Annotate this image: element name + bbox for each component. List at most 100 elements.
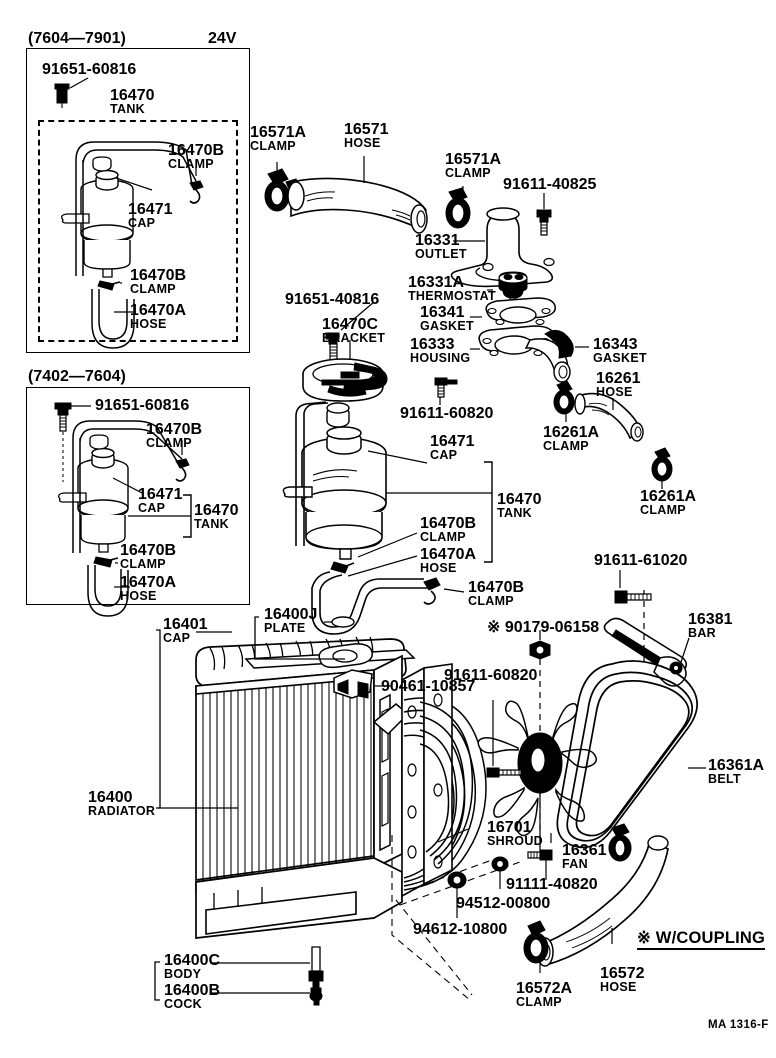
part-name: COCK (164, 997, 203, 1011)
label-16470a-hose-top: 16470A HOSE (130, 303, 186, 331)
inset-top-title: (7604—7901) (28, 30, 126, 47)
part-name: HOSE (120, 589, 157, 603)
part-name: CLAMP (146, 436, 192, 450)
part-name: THERMOSTAT (408, 289, 496, 303)
label-91651-60816-bottom: 91651-60816 (95, 398, 189, 414)
part-name: CLAMP (168, 157, 214, 171)
part-number: 16471 (138, 486, 183, 503)
label-94612-10800: 94612-10800 (413, 922, 507, 938)
part-number: 91611-61020 (594, 552, 688, 569)
part-number: ※ 90179-06158 (487, 619, 600, 636)
part-name: CLAMP (445, 166, 491, 180)
part-name: BAR (688, 626, 716, 640)
label-16400-radiator: 16400 RADIATOR (88, 790, 155, 818)
note-with-coupling: ※ W/COUPLING (637, 928, 766, 950)
part-name: CLAMP (543, 439, 589, 453)
part-number: 91611-60820 (444, 667, 538, 684)
part-name: CLAMP (468, 594, 514, 608)
part-name: RADIATOR (88, 804, 156, 818)
part-name: TANK (497, 506, 532, 520)
inset-bottom-frame (26, 387, 250, 605)
label-16470b-clamp-bottom-1: 16470B CLAMP (146, 422, 202, 450)
inset-bottom-title: (7402—7604) (28, 368, 126, 385)
part-number: 16470 (194, 502, 239, 519)
label-16401-cap: 16401 CAP (163, 617, 208, 645)
part-number: 16470B (468, 579, 525, 596)
part-number: 16470B (120, 542, 177, 559)
label-16572-hose: 16572 HOSE (600, 966, 645, 994)
label-16261a-clamp-lower: 16261A CLAMP (640, 489, 696, 517)
label-94512-00800: 94512-00800 (456, 896, 550, 912)
part-name: HOSE (130, 317, 167, 331)
label-16261a-clamp-upper: 16261A CLAMP (543, 425, 599, 453)
part-number: 16572 (600, 965, 645, 982)
part-name: CLAMP (120, 557, 166, 571)
part-number: 16470 (110, 87, 155, 104)
label-16470-tank-top: 16470 TANK (110, 88, 155, 116)
label-16470c-bracket: 16470C BRACKET (322, 317, 385, 345)
part-name: OUTLET (415, 247, 467, 261)
label-16571-hose: 16571 HOSE (344, 122, 389, 150)
part-name: CAP (163, 631, 191, 645)
part-name: HOSE (600, 980, 637, 994)
part-number: 16400C (164, 952, 221, 969)
part-number: 16333 (410, 336, 455, 353)
part-number: 16571A (250, 124, 307, 141)
label-16470-tank-mid: 16470 TANK (497, 492, 542, 520)
part-number: 16470A (420, 546, 477, 563)
part-name: BELT (708, 772, 741, 786)
part-name: CLAMP (516, 995, 562, 1009)
part-name: SHROUD (487, 834, 543, 848)
label-16471-cap-top: 16471 CAP (128, 202, 173, 230)
label-16572a-clamp: 16572A CLAMP (516, 981, 572, 1009)
part-number: 16572A (516, 980, 573, 997)
part-number: 16400 (88, 789, 133, 806)
part-number: 91651-40816 (285, 291, 380, 308)
inset-top-dashed-frame (38, 120, 238, 342)
part-number: 16471 (128, 201, 173, 218)
label-90179-06158: ※ 90179-06158 (487, 620, 599, 636)
label-91611-60820-fan: 91611-60820 (444, 668, 537, 684)
diagram-footer-code: MA 1316-F (708, 1019, 769, 1031)
note-with-coupling-text: ※ W/COUPLING (637, 929, 766, 950)
part-number: 16571A (445, 151, 502, 168)
label-90461-10857: 90461-10857 (381, 679, 475, 695)
part-number: 16571 (344, 121, 389, 138)
part-number: 16341 (420, 304, 465, 321)
label-91611-61020: 91611-61020 (594, 553, 687, 569)
label-16261-hose: 16261 HOSE (596, 371, 641, 399)
part-name: CLAMP (250, 139, 296, 153)
part-name: HOSE (420, 561, 457, 575)
part-name: CAP (430, 448, 458, 462)
part-name: BRACKET (322, 331, 386, 345)
part-number: 16400J (264, 606, 318, 623)
part-name: CAP (128, 216, 156, 230)
part-name: BODY (164, 967, 202, 981)
label-16331-outlet: 16331 OUTLET (415, 233, 467, 261)
part-name: CLAMP (640, 503, 686, 517)
part-name: GASKET (593, 351, 647, 365)
part-name: GASKET (420, 319, 474, 333)
part-number: 16261A (640, 488, 697, 505)
radiator-artwork (155, 617, 486, 1005)
part-name: TANK (194, 517, 229, 531)
part-number: 16401 (163, 616, 208, 633)
label-16470a-hose-bottom: 16470A HOSE (120, 575, 176, 603)
part-number: 16261A (543, 424, 600, 441)
label-16331a-thermostat: 16331A THERMOSTAT (408, 275, 496, 303)
label-16400c-body: 16400C BODY (164, 953, 220, 981)
label-16400b-cock: 16400B COCK (164, 983, 220, 1011)
part-number: 16470A (130, 302, 187, 319)
label-16361a-belt: 16361A BELT (708, 758, 764, 786)
label-16571a-clamp-right: 16571A CLAMP (445, 152, 501, 180)
part-number: 16400B (164, 982, 221, 999)
part-number: 16261 (596, 370, 641, 387)
label-16400j-plate: 16400J PLATE (264, 607, 317, 635)
part-number: 16701 (487, 819, 532, 836)
part-number: 94512-00800 (456, 895, 551, 912)
part-number: 16331A (408, 274, 465, 291)
label-16571a-clamp-left: 16571A CLAMP (250, 125, 306, 153)
part-number: 16381 (688, 611, 733, 628)
part-number: 91651-60816 (95, 397, 190, 414)
